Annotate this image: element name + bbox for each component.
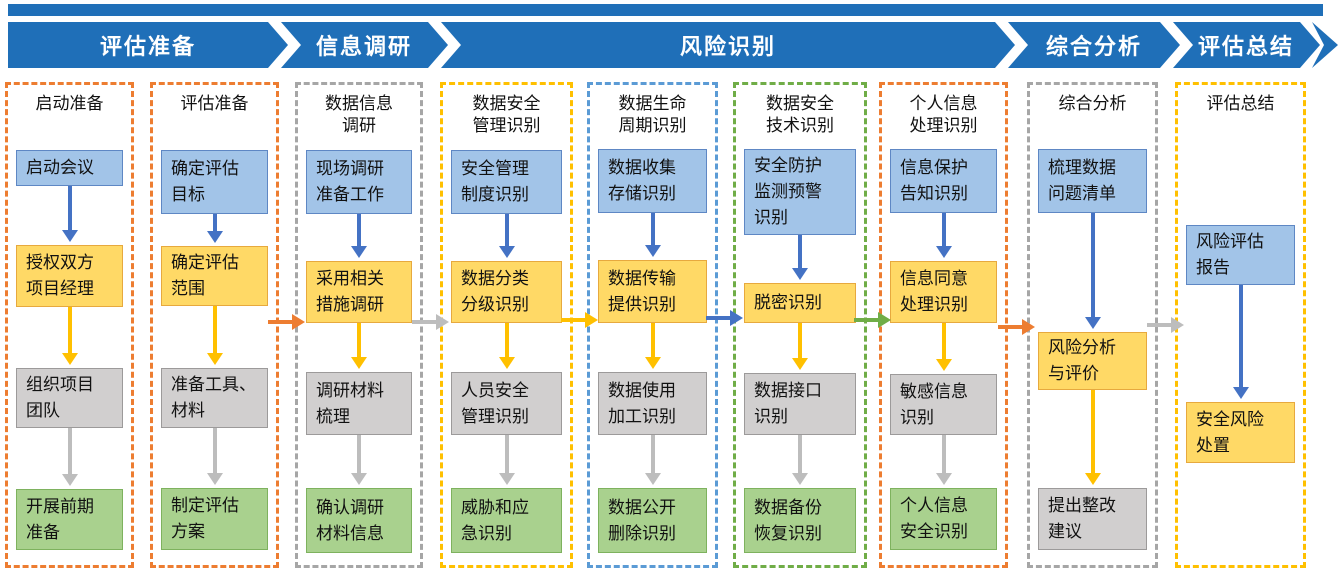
flow-step-box-c7-2: 提出整改 建议 xyxy=(1038,488,1147,550)
flow-step-box-c6-1: 信息同意 处理识别 xyxy=(890,261,997,323)
stage-connector-arrow-icon-3 xyxy=(706,308,744,328)
stage-connector-arrow-icon-5 xyxy=(998,317,1036,337)
flow-step-box-c5-0: 安全防护 监测预警 识别 xyxy=(744,149,856,235)
down-arrow-icon xyxy=(643,213,663,257)
down-arrow-icon xyxy=(1083,213,1103,329)
flow-step-box-c8-1: 安全风险 处置 xyxy=(1186,402,1295,463)
flow-step-box-c4-2: 数据使用 加工识别 xyxy=(598,372,707,435)
banner-stage-shape-0 xyxy=(8,22,288,68)
flow-step-box-c2-0: 现场调研 准备工作 xyxy=(306,150,412,214)
down-arrow-icon xyxy=(790,323,810,370)
down-arrow-icon xyxy=(60,186,80,242)
flow-step-box-c4-1: 数据传输 提供识别 xyxy=(598,260,707,323)
column-title-3: 数据安全 管理识别 xyxy=(472,94,541,135)
flow-step-box-c1-0: 确定评估 目标 xyxy=(161,150,268,214)
down-arrow-icon xyxy=(1231,285,1251,399)
flow-step-box-c6-2: 敏感信息 识别 xyxy=(890,374,997,435)
down-arrow-icon xyxy=(1083,390,1103,485)
banner-stage-shape-4 xyxy=(1173,22,1320,68)
down-arrow-icon xyxy=(934,435,954,485)
flow-step-box-c0-1: 授权双方 项目经理 xyxy=(16,245,123,307)
column-title-0: 启动准备 xyxy=(35,94,104,113)
flow-step-box-c3-3: 威胁和应 急识别 xyxy=(451,488,562,553)
flow-step-box-c6-3: 个人信息 安全识别 xyxy=(890,488,997,550)
flow-step-box-c2-1: 采用相关 措施调研 xyxy=(306,261,412,323)
flow-step-box-c2-2: 调研材料 梳理 xyxy=(306,372,412,435)
flow-step-box-c6-0: 信息保护 告知识别 xyxy=(890,149,997,213)
stage-column-5: 数据安全 技术识别安全防护 监测预警 识别脱密识别数据接口 识别数据备份 恢复识… xyxy=(733,82,867,568)
flow-step-box-c8-0: 风险评估 报告 xyxy=(1186,225,1295,285)
banner-stage-shape-2 xyxy=(441,22,1015,68)
flow-step-box-c3-2: 人员安全 管理识别 xyxy=(451,372,562,435)
flow-step-box-c1-1: 确定评估 范围 xyxy=(161,246,268,306)
down-arrow-icon xyxy=(934,213,954,258)
column-title-5: 数据安全 技术识别 xyxy=(766,94,834,135)
flow-step-box-c4-0: 数据收集 存储识别 xyxy=(598,149,707,213)
down-arrow-icon xyxy=(349,323,369,369)
flow-step-box-c5-2: 数据接口 识别 xyxy=(744,373,856,435)
stage-column-2: 数据信息 调研现场调研 准备工作采用相关 措施调研调研材料 梳理确认调研 材料信… xyxy=(295,82,423,568)
flow-step-box-c4-3: 数据公开 删除识别 xyxy=(598,488,707,553)
column-title-8: 评估总结 xyxy=(1206,94,1275,113)
column-title-4: 数据生命 周期识别 xyxy=(618,94,687,135)
stage-column-4: 数据生命 周期识别数据收集 存储识别数据传输 提供识别数据使用 加工识别数据公开… xyxy=(587,82,718,568)
stage-column-1: 评估准备确定评估 目标确定评估 范围准备工具、 材料制定评估 方案 xyxy=(150,82,279,568)
flow-step-box-c1-2: 准备工具、 材料 xyxy=(161,368,268,428)
down-arrow-icon xyxy=(205,306,225,365)
stage-connector-arrow-icon-2 xyxy=(561,310,599,330)
column-title-6: 个人信息 处理识别 xyxy=(909,94,978,135)
column-title-2: 数据信息 调研 xyxy=(325,94,393,135)
banner-stage-label-4: 评估总结 xyxy=(1197,34,1294,59)
stage-column-7: 综合分析梳理数据 问题清单风险分析 与评价提出整改 建议 xyxy=(1027,82,1158,568)
down-arrow-icon xyxy=(934,323,954,371)
banner-stage-label-2: 风险识别 xyxy=(679,34,776,59)
stage-column-0: 启动准备启动会议授权双方 项目经理组织项目 团队开展前期 准备 xyxy=(5,82,134,568)
phase-banner: 评估准备 信息调研 风险识别 综合分析 评估总结 xyxy=(0,0,1338,70)
down-arrow-icon xyxy=(205,428,225,485)
down-arrow-icon xyxy=(60,428,80,486)
flow-step-box-c1-3: 制定评估 方案 xyxy=(161,488,268,550)
flow-step-box-c0-2: 组织项目 团队 xyxy=(16,368,123,428)
flow-step-box-c7-0: 梳理数据 问题清单 xyxy=(1038,149,1147,213)
flow-step-box-c5-3: 数据备份 恢复识别 xyxy=(744,488,856,553)
stage-connector-arrow-icon-1 xyxy=(412,312,450,332)
phase-banner-shapes xyxy=(8,4,1338,68)
down-arrow-icon xyxy=(643,323,663,369)
flow-step-box-c7-1: 风险分析 与评价 xyxy=(1038,332,1147,390)
stage-column-3: 数据安全 管理识别安全管理 制度识别数据分类 分级识别人员安全 管理识别威胁和应… xyxy=(440,82,573,568)
banner-stage-shape-3 xyxy=(1008,22,1180,68)
flow-step-box-c3-0: 安全管理 制度识别 xyxy=(451,150,562,214)
banner-top-strip xyxy=(8,4,1323,16)
banner-stage-label-3: 综合分析 xyxy=(1045,34,1142,59)
down-arrow-icon xyxy=(790,235,810,280)
down-arrow-icon xyxy=(497,435,517,485)
down-arrow-icon xyxy=(497,323,517,369)
stage-connector-arrow-icon-0 xyxy=(268,312,306,332)
flow-step-box-c2-3: 确认调研 材料信息 xyxy=(306,488,412,553)
banner-stage-shape-1 xyxy=(281,22,448,68)
stage-connector-arrow-icon-6 xyxy=(1147,315,1185,335)
stage-column-8: 评估总结风险评估 报告安全风险 处置 xyxy=(1175,82,1306,568)
down-arrow-icon xyxy=(205,214,225,243)
column-title-7: 综合分析 xyxy=(1058,94,1127,113)
down-arrow-icon xyxy=(790,435,810,485)
column-title-1: 评估准备 xyxy=(180,94,249,113)
banner-stage-label-0: 评估准备 xyxy=(99,34,196,59)
down-arrow-icon xyxy=(349,435,369,485)
flow-step-box-c3-1: 数据分类 分级识别 xyxy=(451,261,562,323)
flow-step-box-c0-0: 启动会议 xyxy=(16,150,123,186)
banner-stage-label-1: 信息调研 xyxy=(315,34,412,59)
down-arrow-icon xyxy=(60,307,80,365)
down-arrow-icon xyxy=(643,435,663,485)
down-arrow-icon xyxy=(497,214,517,258)
stage-connector-arrow-icon-4 xyxy=(854,310,892,330)
banner-end-arrow-icon xyxy=(1312,22,1338,68)
down-arrow-icon xyxy=(349,214,369,258)
stage-column-6: 个人信息 处理识别信息保护 告知识别信息同意 处理识别敏感信息 识别个人信息 安… xyxy=(879,82,1008,568)
flow-step-box-c5-1: 脱密识别 xyxy=(744,283,856,323)
flow-step-box-c0-3: 开展前期 准备 xyxy=(16,489,123,550)
